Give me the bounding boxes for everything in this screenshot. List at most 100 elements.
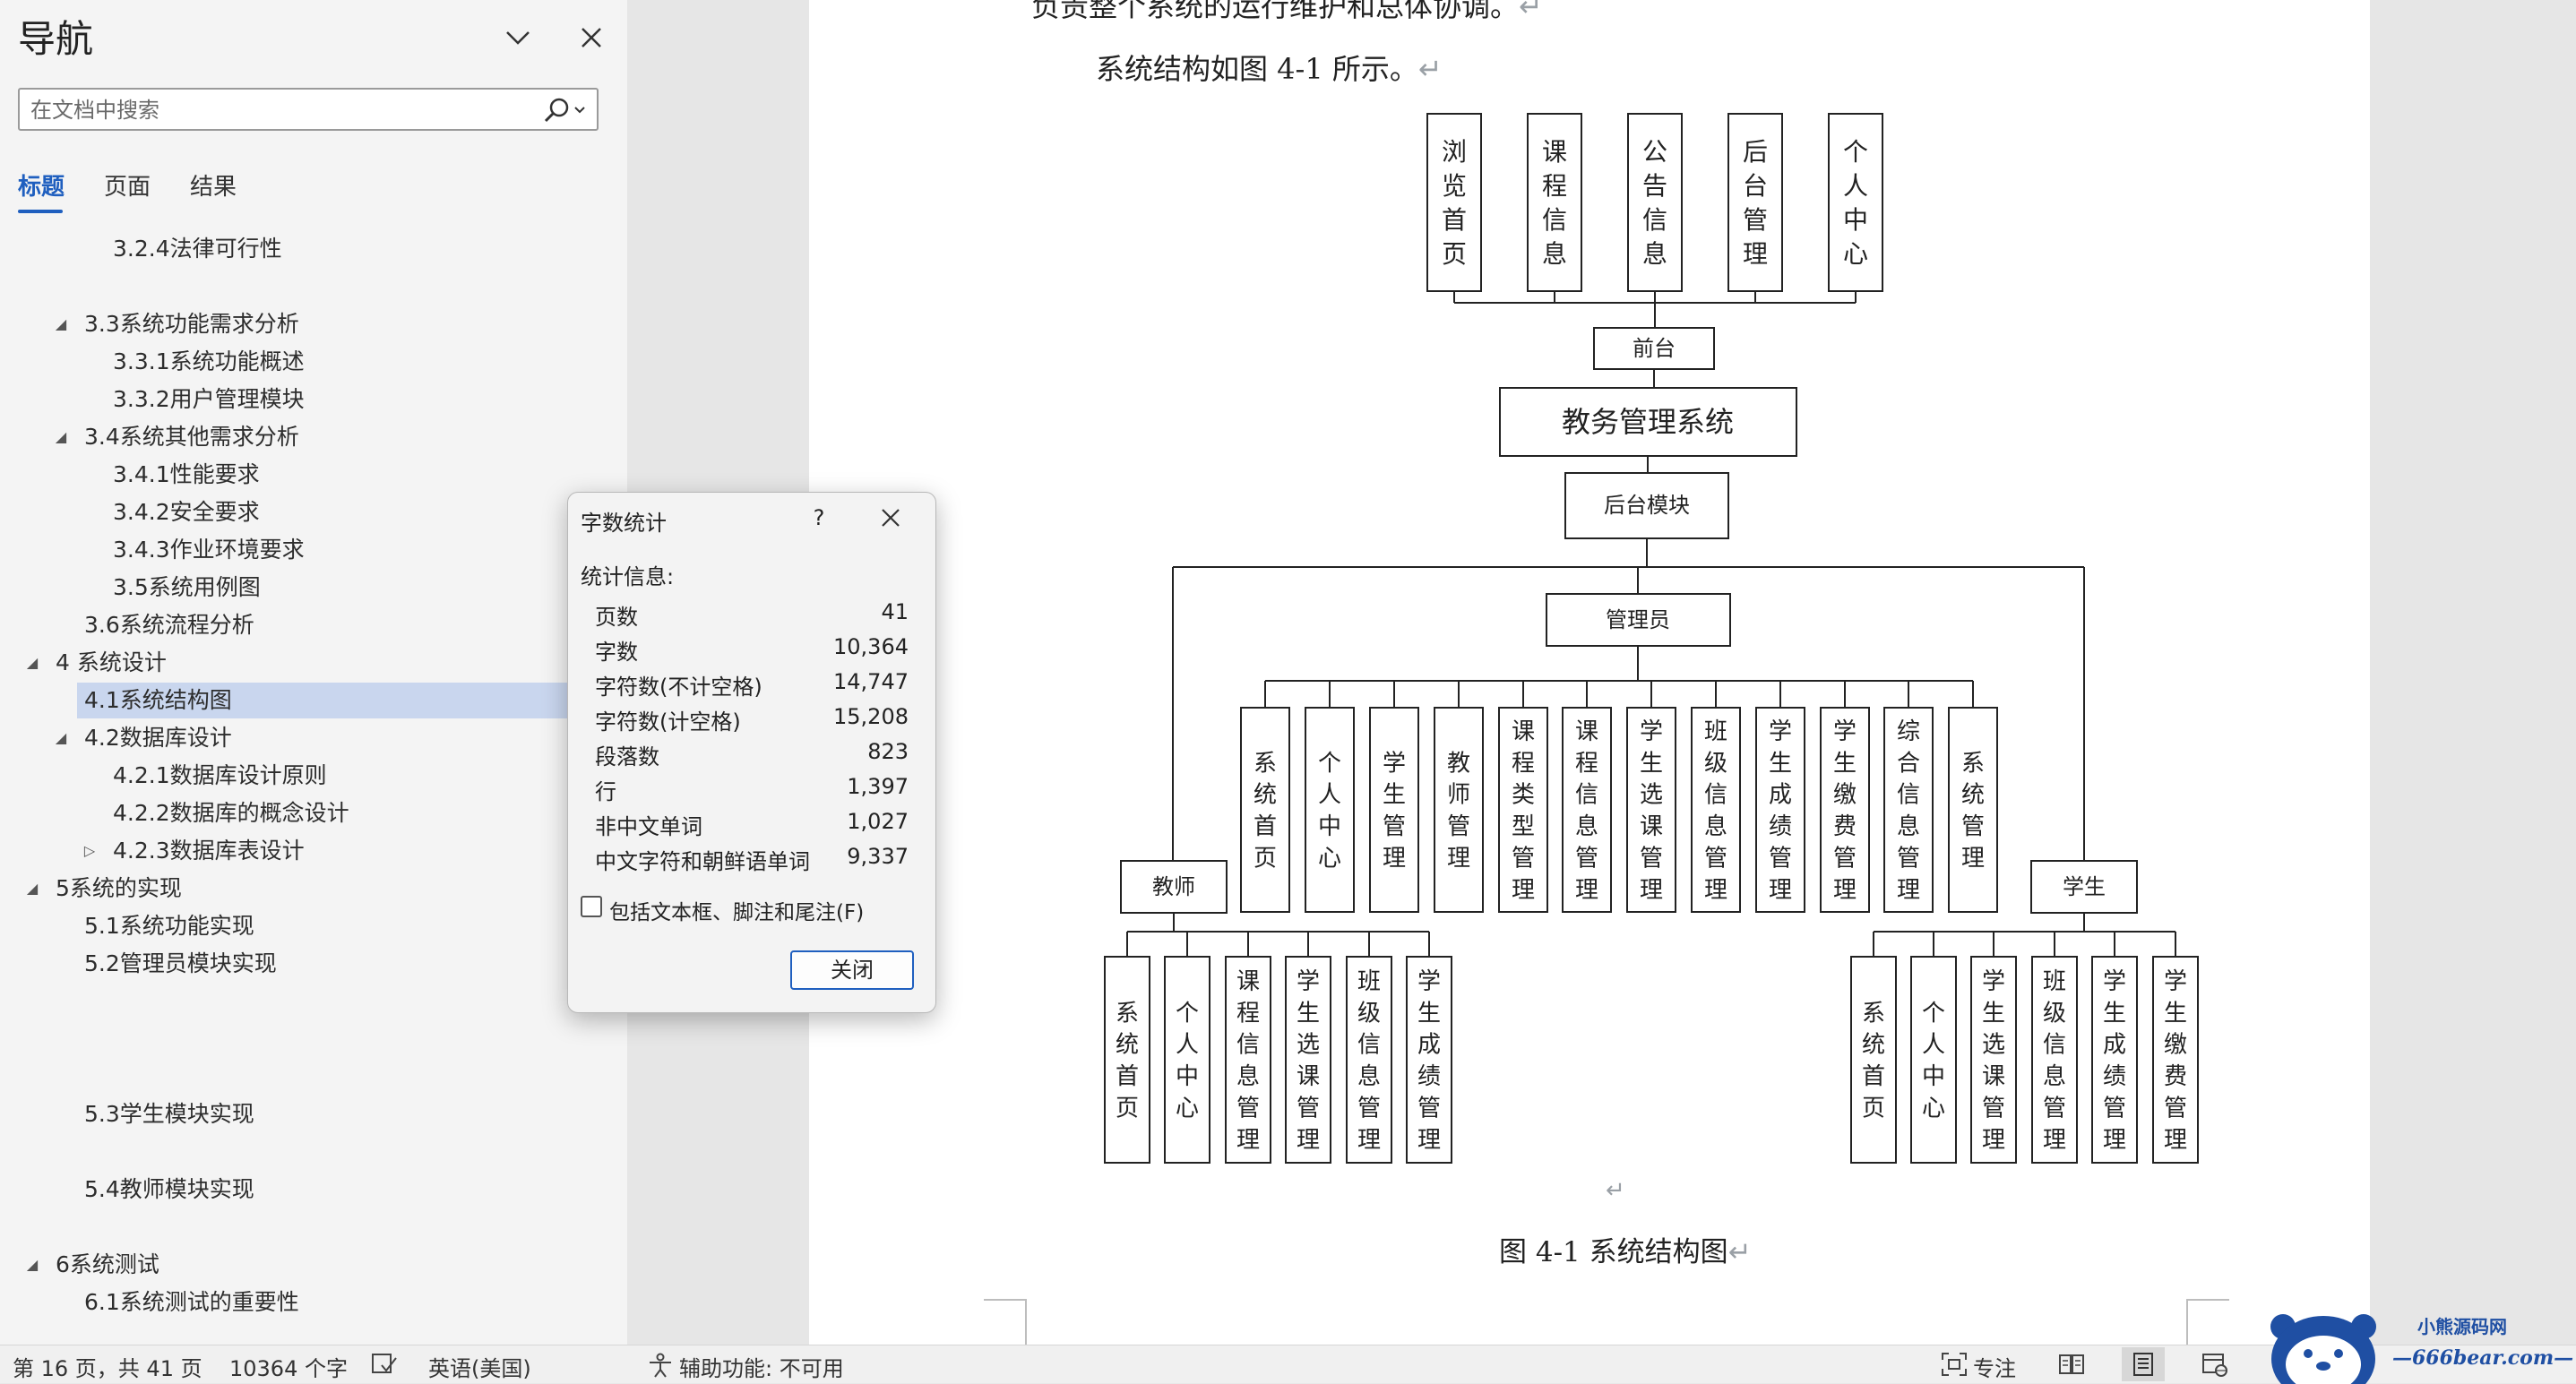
root-box: [1499, 387, 1797, 457]
module-label: 学生管理: [1383, 750, 1406, 872]
focus-mode-label[interactable]: 专注: [1973, 1356, 2016, 1381]
module-label: 公告信息: [1642, 137, 1667, 269]
module-label: 课程信息: [1542, 137, 1567, 269]
include-textboxes-label[interactable]: 包括文本框、脚注和尾注(F): [609, 901, 865, 924]
nav-heading-item[interactable]: 5.4教师模块实现: [84, 1176, 254, 1202]
nav-heading-item[interactable]: 3.2.4法律可行性: [113, 236, 282, 262]
status-bar: 第 16 页，共 41 页 10364 个字 英语(美国) 辅助功能: 不可用 …: [0, 1345, 2576, 1383]
collapse-caret-icon[interactable]: ◢: [26, 654, 39, 671]
module-box: [2031, 956, 2078, 1164]
nav-heading-item[interactable]: 3.4.2安全要求: [113, 499, 260, 525]
backend-label: 后台模块: [1604, 493, 1690, 518]
chevron-down-icon[interactable]: [496, 16, 539, 59]
stat-value: 823: [867, 739, 909, 764]
module-label: 教师管理: [1447, 750, 1470, 872]
proofing-icon[interactable]: [371, 1353, 398, 1381]
module-box: [1910, 956, 1957, 1164]
module-label: 学生选课管理: [1297, 968, 1320, 1154]
module-label: 班级信息管理: [1357, 968, 1381, 1154]
page-count[interactable]: 第 16 页，共 41 页: [13, 1356, 202, 1381]
module-label: 班级信息管理: [1704, 718, 1727, 904]
module-box: [1426, 113, 1482, 292]
nav-heading-item[interactable]: 6.1系统测试的重要性: [84, 1289, 299, 1315]
close-button[interactable]: 关闭: [790, 950, 914, 990]
stat-label: 段落数: [595, 744, 659, 769]
nav-heading-item[interactable]: 5.1系统功能实现: [84, 913, 254, 939]
accessibility-icon[interactable]: [647, 1353, 674, 1383]
nav-heading-item[interactable]: 4.2.3数据库表设计: [113, 838, 305, 864]
nav-heading-item[interactable]: 6系统测试: [56, 1251, 159, 1277]
tab-headings[interactable]: 标题: [18, 174, 65, 201]
nav-heading-item[interactable]: 3.6系统流程分析: [84, 612, 254, 638]
stat-value: 14,747: [833, 669, 909, 694]
language-indicator[interactable]: 英语(美国): [428, 1356, 531, 1381]
stat-label: 字符数(不计空格): [595, 675, 762, 700]
stat-label: 字数: [595, 640, 638, 665]
nav-heading-item[interactable]: 5系统的实现: [56, 875, 182, 901]
collapse-caret-icon[interactable]: ◢: [55, 729, 67, 746]
module-box: [1305, 707, 1355, 913]
web-layout-icon[interactable]: [2193, 1347, 2236, 1381]
close-icon[interactable]: [570, 16, 613, 59]
expand-caret-icon[interactable]: ▷: [83, 842, 96, 859]
nav-heading-item[interactable]: 5.3学生模块实现: [84, 1101, 254, 1127]
nav-heading-item[interactable]: 3.4.1性能要求: [113, 461, 260, 487]
document-page[interactable]: 负责整个系统的运行维护和总体协调。↵ 系统结构如图 4-1 所示。↵ 浏览首页课…: [809, 0, 2370, 1345]
stat-row-chinese-chars: 中文字符和朝鲜语单词 9,337: [595, 844, 909, 879]
module-box: [1104, 956, 1150, 1164]
module-box: [1225, 956, 1271, 1164]
collapse-caret-icon[interactable]: ◢: [55, 428, 67, 445]
nav-heading-item[interactable]: 3.3.2用户管理模块: [113, 386, 305, 412]
search-icon[interactable]: [541, 95, 590, 125]
nav-heading-item[interactable]: 3.4系统其他需求分析: [84, 424, 299, 450]
accessibility-status[interactable]: 辅助功能: 不可用: [679, 1356, 844, 1381]
dialog-close-icon[interactable]: [873, 500, 909, 536]
help-button[interactable]: ?: [813, 505, 825, 530]
nav-heading-item[interactable]: 5.2管理员模块实现: [84, 950, 277, 976]
nav-heading-item[interactable]: 4.2数据库设计: [84, 725, 232, 751]
module-box: [1527, 113, 1582, 292]
navigation-pane: 导航 标题 页面 结果 3.2.4法律可行性◢3.3系统功能需求分析3.3.1系…: [0, 0, 627, 1345]
module-label: 系统首页: [1254, 750, 1277, 872]
stat-label: 非中文单词: [595, 814, 702, 839]
module-label: 个人中心: [1176, 1000, 1199, 1122]
student-label: 学生: [2063, 874, 2106, 899]
include-textboxes-checkbox[interactable]: [581, 896, 602, 917]
nav-heading-item[interactable]: 3.5系统用例图: [113, 574, 261, 600]
module-label: 综合信息管理: [1897, 718, 1920, 904]
module-label: 学生缴费管理: [2164, 968, 2187, 1154]
tab-pages[interactable]: 页面: [104, 174, 151, 201]
stat-value: 9,337: [847, 844, 909, 869]
print-layout-icon[interactable]: [2122, 1347, 2165, 1381]
collapse-caret-icon[interactable]: ◢: [55, 315, 67, 332]
nav-heading-item[interactable]: 3.4.3作业环境要求: [113, 537, 305, 563]
focus-icon[interactable]: [1941, 1352, 1968, 1382]
tab-results[interactable]: 结果: [190, 174, 237, 201]
nav-heading-item[interactable]: 4 系统设计: [56, 649, 167, 675]
nav-heading-item[interactable]: 4.1系统结构图: [84, 687, 232, 713]
nav-heading-item[interactable]: 3.3系统功能需求分析: [84, 311, 299, 337]
collapse-caret-icon[interactable]: ◢: [26, 1256, 39, 1273]
figure-caption: 图 4-1 系统结构图↵: [1499, 1236, 1752, 1268]
stat-label: 页数: [595, 605, 638, 630]
bear-logo: [2270, 1314, 2376, 1384]
nav-heading-item[interactable]: 3.3.1系统功能概述: [113, 348, 305, 374]
nav-heading-item[interactable]: 4.2.2数据库的概念设计: [113, 800, 349, 826]
stat-label: 字符数(计空格): [595, 709, 741, 735]
module-box: [1406, 956, 1452, 1164]
module-label: 系统首页: [1116, 1000, 1139, 1122]
search-input[interactable]: [29, 90, 543, 131]
nav-heading-item[interactable]: 4.2.1数据库设计原则: [113, 762, 327, 788]
module-label: 系统管理: [1961, 750, 1985, 872]
word-count[interactable]: 10364 个字: [229, 1356, 348, 1381]
read-mode-icon[interactable]: [2050, 1347, 2093, 1381]
collapse-caret-icon[interactable]: ◢: [26, 880, 39, 897]
module-label: 浏览首页: [1442, 137, 1467, 269]
stat-label: 中文字符和朝鲜语单词: [595, 849, 810, 874]
stat-row-paragraphs: 段落数 823: [595, 739, 909, 774]
module-label: 课程信息管理: [1575, 718, 1598, 904]
stat-label: 行: [595, 779, 616, 804]
backend-box: [1564, 472, 1729, 539]
